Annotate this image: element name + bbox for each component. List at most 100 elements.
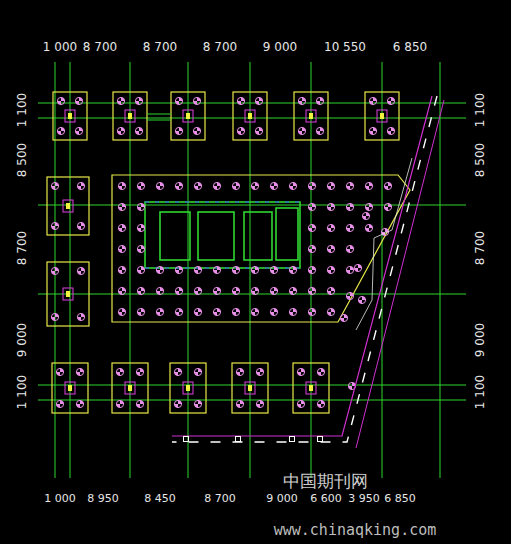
pile-symbol <box>175 182 182 189</box>
pile-symbol <box>384 203 391 210</box>
pile-cap <box>294 92 328 140</box>
pile-cap <box>52 363 88 413</box>
pile-symbol <box>289 266 296 273</box>
pile-symbol <box>135 127 142 134</box>
pile-symbol <box>175 287 182 294</box>
pile-cap <box>113 92 147 140</box>
grid-line <box>188 62 189 478</box>
column <box>125 110 135 122</box>
dimension-text: 6 850 <box>382 492 418 505</box>
column <box>377 110 387 122</box>
grid-line <box>70 62 71 478</box>
dimension-text: 9 000 <box>473 321 487 359</box>
pile-symbol <box>317 400 324 407</box>
pile-symbol <box>256 368 263 375</box>
watermark: 中国期刊网 <box>281 472 370 491</box>
pile-cap <box>112 363 148 413</box>
pile-symbol <box>256 400 263 407</box>
dimension-text: 9 000 <box>261 40 299 54</box>
column <box>65 382 75 394</box>
pile-symbol <box>175 308 182 315</box>
pile-symbol <box>175 266 182 273</box>
pile-symbol <box>316 97 323 104</box>
anchor-post <box>236 437 241 442</box>
pile-symbol <box>346 245 353 252</box>
dimension-text: 1 100 <box>15 91 29 129</box>
pile-symbol <box>289 182 296 189</box>
pile-symbol <box>358 296 365 303</box>
pile-symbol <box>362 212 369 219</box>
pile-symbol <box>232 182 239 189</box>
pile-caps <box>47 92 410 413</box>
pile-symbol <box>194 182 201 189</box>
dimension-text: 9 000 <box>264 492 300 505</box>
core-wall <box>145 202 300 268</box>
pile-symbol <box>297 368 304 375</box>
pile-symbol <box>51 267 58 274</box>
pile-symbol <box>327 203 334 210</box>
pile-symbol <box>340 314 347 321</box>
site-boundary <box>172 96 444 448</box>
pile-symbol <box>194 266 201 273</box>
column-core <box>380 113 384 119</box>
pile-symbol <box>194 287 201 294</box>
pile-symbol <box>232 266 239 273</box>
core-walls <box>145 202 300 268</box>
pile-symbol <box>346 292 353 299</box>
pile-symbol <box>137 245 144 252</box>
pile-cap <box>365 92 399 140</box>
pile-symbol <box>194 308 201 315</box>
core-wall <box>160 212 190 260</box>
pile-symbol <box>156 308 163 315</box>
pile-symbol <box>365 182 372 189</box>
dimension-text: 1 000 <box>42 492 78 505</box>
pile-symbol <box>270 287 277 294</box>
pile-symbol <box>251 182 258 189</box>
pile-symbol <box>137 308 144 315</box>
pile-symbol <box>57 127 64 134</box>
dimension-text: 8 950 <box>85 492 121 505</box>
pile-symbol <box>327 182 334 189</box>
pile-symbol <box>213 182 220 189</box>
pile-symbol <box>194 400 201 407</box>
column-core <box>68 385 72 391</box>
pile-symbol <box>213 287 220 294</box>
dimension-text: 8 450 <box>142 492 178 505</box>
pile-symbol <box>56 400 63 407</box>
wall-hidden-line <box>145 202 300 268</box>
axis-grid <box>38 62 466 478</box>
tie-beam <box>147 114 171 120</box>
pile-symbol <box>175 127 182 134</box>
pile-symbol <box>327 224 334 231</box>
pile-symbol <box>289 308 296 315</box>
pile-symbol <box>51 222 58 229</box>
pile-symbol <box>251 287 258 294</box>
column-core <box>309 113 313 119</box>
column <box>245 110 255 122</box>
dimension-text: 3 950 <box>346 492 382 505</box>
pile-symbol <box>354 264 361 271</box>
pile-symbol <box>75 97 82 104</box>
pile-symbol <box>237 127 244 134</box>
column-core <box>128 113 132 119</box>
pile-symbol <box>346 182 353 189</box>
pile-symbol <box>75 127 82 134</box>
pile-cap <box>170 363 206 413</box>
dimension-text: 8 700 <box>141 40 179 54</box>
dimension-text: 6 850 <box>391 40 429 54</box>
core-wall <box>244 212 272 260</box>
dimension-text: 8 700 <box>15 229 29 267</box>
core-wall <box>198 212 234 260</box>
boundary-line <box>172 96 432 436</box>
pile-symbol <box>369 127 376 134</box>
grid-line <box>250 62 251 478</box>
pile-symbol <box>137 224 144 231</box>
piles <box>51 97 394 407</box>
pile-symbol <box>137 266 144 273</box>
pile-symbol <box>118 245 125 252</box>
dimension-text: 8 500 <box>15 141 29 179</box>
pile-symbol <box>137 287 144 294</box>
pile-symbol <box>118 224 125 231</box>
pile-symbol <box>270 182 277 189</box>
